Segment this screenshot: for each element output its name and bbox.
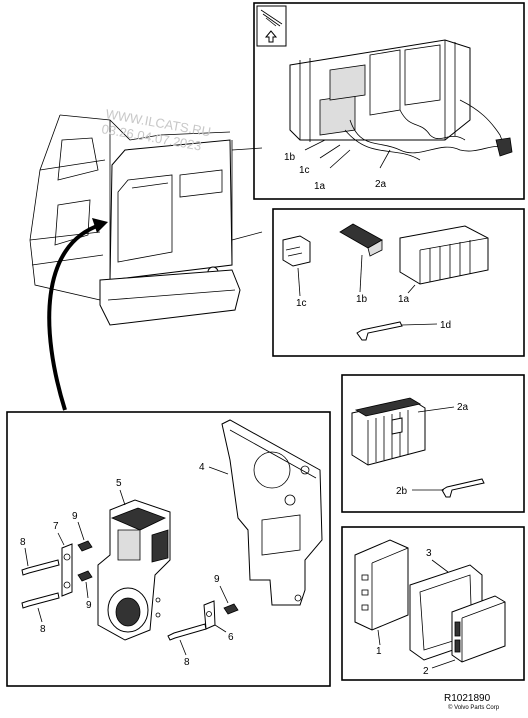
label-1b: 1b (356, 294, 368, 305)
connector-parts-frame (272, 208, 525, 357)
nut-9-upper (77, 540, 93, 552)
watermark: WWW.ILCATS.RU 03.26.04.07.2023 (100, 106, 212, 153)
mounting-box: 4 5 7 8 8 8 9 9 9 (6, 411, 331, 687)
copyright: © Volvo Parts Corp (448, 704, 500, 711)
bolt-8-lower (21, 592, 60, 609)
label-8c: 8 (184, 657, 190, 668)
label-1a: 1a (398, 294, 410, 305)
module-1 (354, 539, 409, 631)
wiring-harness-frame (253, 2, 525, 200)
nut-9-right (223, 603, 239, 615)
control-module-box: 1 3 2 (341, 526, 525, 681)
control-module-frame (341, 526, 525, 681)
label-9b: 9 (86, 600, 92, 611)
label-1c-top: 1c (299, 165, 310, 176)
label-2a: 2a (457, 402, 469, 413)
label-1a-top: 1a (314, 181, 326, 192)
bracket-4 (221, 419, 323, 606)
location-arrow (47, 218, 108, 411)
connector-1a (399, 225, 489, 285)
connector-parts-box: 1c 1b 1a 1d (272, 208, 525, 357)
connector-1c (282, 235, 311, 267)
mounting-frame (6, 411, 331, 687)
bracket-6 (203, 600, 216, 630)
bolt-8-upper (21, 559, 60, 576)
label-9c: 9 (214, 574, 220, 585)
label-4: 4 (199, 462, 205, 473)
label-1b-top: 1b (284, 152, 296, 163)
label-1-module: 1 (376, 646, 382, 657)
label-3: 3 (426, 548, 432, 559)
terminal-2b (441, 478, 485, 498)
label-5: 5 (116, 478, 122, 489)
bracket-2 (451, 595, 506, 663)
diagram-code: R1021890 (444, 693, 491, 704)
label-9a: 9 (72, 511, 78, 522)
label-8b: 8 (40, 624, 46, 635)
terminal-1d (356, 321, 403, 341)
label-1c: 1c (296, 298, 307, 309)
label-6: 6 (228, 632, 234, 643)
label-2a-top: 2a (375, 179, 387, 190)
bolt-8-right (167, 623, 207, 641)
vehicle-rear-illustration (29, 114, 263, 326)
label-1d: 1d (440, 320, 451, 331)
label-2b: 2b (396, 486, 408, 497)
label-2: 2 (423, 666, 429, 677)
connector-2-box: 2a 2b (341, 374, 525, 513)
nut-9-lower (77, 570, 93, 582)
connector-2-frame (341, 374, 525, 513)
wiring-harness-box: 1b 1c 1a 2a (253, 2, 525, 200)
label-8a: 8 (20, 537, 26, 548)
label-7: 7 (53, 521, 59, 532)
